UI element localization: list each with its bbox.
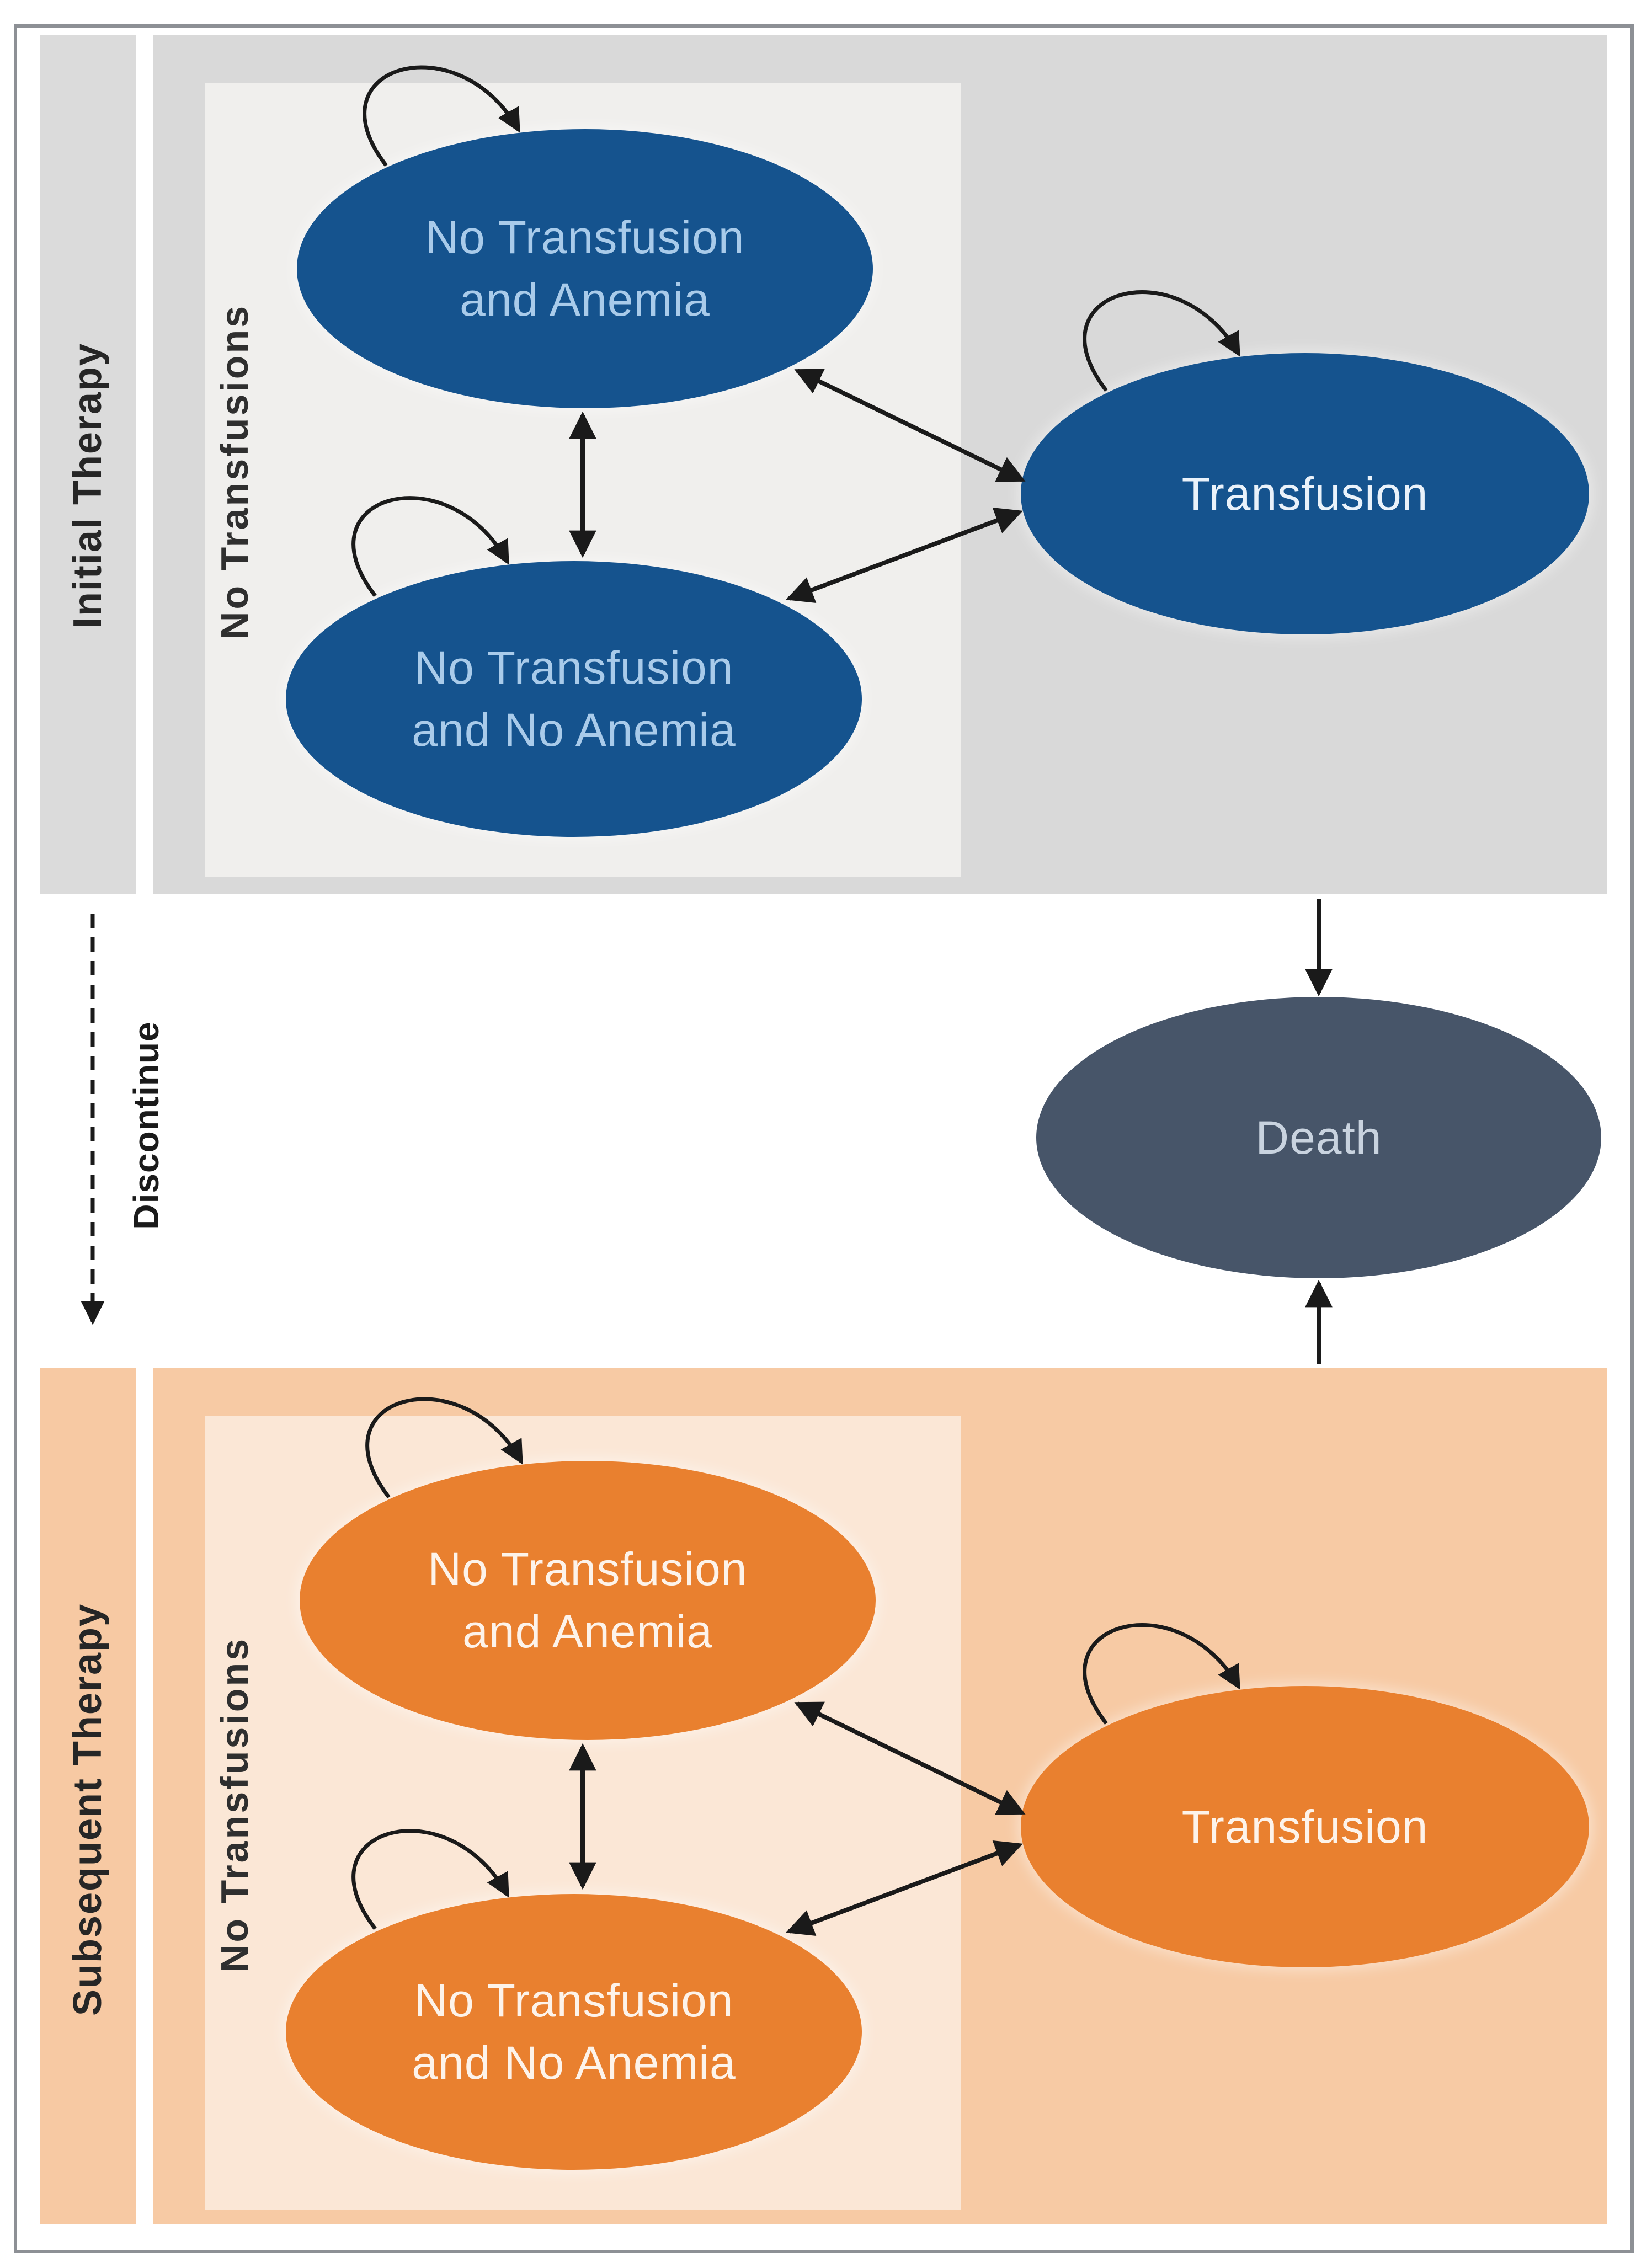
state-label-line: Transfusion	[1181, 1800, 1429, 1853]
state-subsequent-transfusion: Transfusion	[1021, 1686, 1589, 1967]
state-label-line: No Transfusion	[414, 642, 734, 694]
subsequent-no-transfusions-label: No Transfusions	[213, 1636, 256, 1973]
initial-no-transfusions-label: No Transfusions	[213, 303, 256, 640]
state-initial-no-transfusion-no-anemia: No Transfusion and No Anemia	[286, 561, 862, 837]
discontinue-label: Discontinue	[126, 1021, 166, 1230]
state-initial-no-transfusion-anemia: No Transfusion and Anemia	[297, 129, 873, 408]
state-label-line: Transfusion	[1181, 467, 1429, 520]
state-label-line: No Transfusion	[414, 1975, 734, 2027]
state-label-line: and Anemia	[460, 274, 710, 325]
state-subsequent-no-transfusion-no-anemia: No Transfusion and No Anemia	[286, 1894, 862, 2170]
subsequent-therapy-sidebar	[40, 1368, 136, 2224]
state-label-line: No Transfusion	[428, 1543, 748, 1595]
state-label-line: and No Anemia	[412, 2037, 736, 2089]
state-subsequent-no-transfusion-anemia: No Transfusion and Anemia	[300, 1461, 876, 1740]
state-death: Death	[1036, 997, 1601, 1278]
subsequent-therapy-label: Subsequent Therapy	[66, 1603, 110, 2016]
state-initial-transfusion: Transfusion	[1021, 353, 1589, 634]
initial-therapy-label: Initial Therapy	[66, 342, 110, 629]
initial-therapy-sidebar	[40, 35, 136, 894]
state-label-line: Death	[1255, 1111, 1382, 1164]
state-label-line: No Transfusion	[425, 211, 745, 264]
state-label-line: and No Anemia	[412, 704, 736, 756]
state-label-line: and Anemia	[462, 1605, 713, 1657]
figure-border-frame	[14, 24, 1634, 2253]
